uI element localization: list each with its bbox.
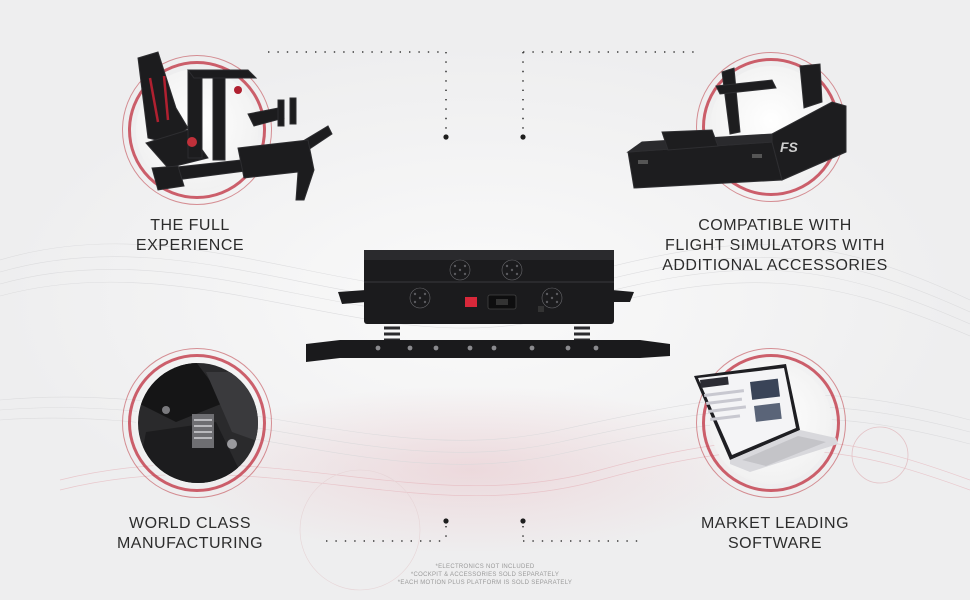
fs-badge: FS <box>780 139 799 155</box>
racing-cockpit-image <box>137 51 333 201</box>
feature-manufacturing-line1: WORLD CLASS <box>129 515 251 532</box>
feature-full-experience-line2: EXPERIENCE <box>135 237 245 254</box>
power-switch <box>465 297 477 307</box>
footnote-cockpit: *COCKPIT & ACCESSORIES SOLD SEPARATELY <box>410 572 560 578</box>
feature-full-experience-line1: THE FULL <box>150 217 230 234</box>
footnotes: *ELECTRONICS NOT INCLUDED *COCKPIT & ACC… <box>330 563 640 587</box>
feature-software-line2: SOFTWARE <box>727 535 823 552</box>
motion-platform-image <box>306 250 670 362</box>
feature-manufacturing-line2: MANUFACTURING <box>116 535 264 552</box>
flight-simulator-image: FS <box>626 63 847 189</box>
feature-software: MARKET LEADING SOFTWARE <box>690 514 860 554</box>
footnote-platform: *EACH MOTION PLUS PLATFORM IS SOLD SEPAR… <box>397 580 573 586</box>
feature-flight-sim-line1: COMPATIBLE WITH <box>698 217 852 234</box>
feature-full-experience: THE FULL EXPERIENCE <box>120 216 260 256</box>
laptop-software-image <box>694 364 838 472</box>
feature-software-line1: MARKET LEADING <box>700 515 850 532</box>
footnote-electronics: *ELECTRONICS NOT INCLUDED <box>435 564 535 570</box>
feature-flight-sim-line3: ADDITIONAL ACCESSORIES <box>662 257 888 274</box>
feature-flight-sim: COMPATIBLE WITH FLIGHT SIMULATORS WITH A… <box>650 216 900 276</box>
manufacturing-closeup-image <box>138 363 258 483</box>
feature-flight-sim-line2: FLIGHT SIMULATORS WITH <box>665 237 885 254</box>
feature-manufacturing: WORLD CLASS MANUFACTURING <box>110 514 270 554</box>
